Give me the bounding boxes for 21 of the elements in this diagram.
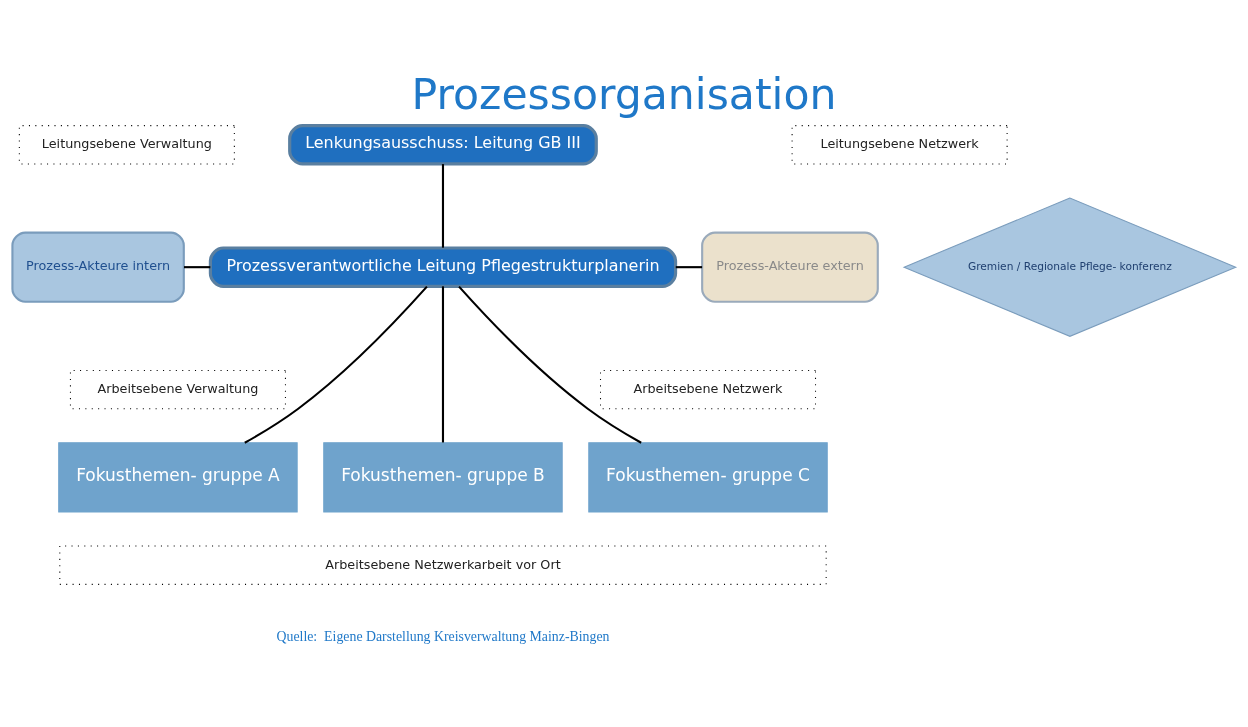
node-box: Prozess-Akteure extern bbox=[701, 231, 879, 303]
node-diamond: Gremien / Regionale Pflege- konferenz bbox=[902, 197, 1238, 337]
diagram-title: Prozessorganisation bbox=[411, 68, 837, 119]
node-box: Fokusthemen- gruppe A bbox=[58, 442, 298, 513]
node-box: Leitungsebene Verwaltung bbox=[18, 125, 235, 165]
connector bbox=[441, 286, 445, 443]
node-box: Arbeitsebene Netzwerk bbox=[600, 369, 817, 410]
node-box: Arbeitsebene Verwaltung bbox=[69, 369, 286, 410]
node-box: Lenkungsausschuss: Leitung GB III bbox=[288, 124, 598, 166]
node-box: Fokusthemen- gruppe C bbox=[588, 442, 828, 513]
connector bbox=[441, 164, 445, 248]
node-box: Arbeitsebene Netzwerkarbeit vor Ort bbox=[59, 545, 827, 585]
node-box: Prozess-Akteure intern bbox=[11, 231, 185, 303]
node-box: Leitungsebene Netzwerk bbox=[791, 125, 1008, 165]
connector bbox=[184, 266, 211, 269]
connector bbox=[675, 266, 703, 269]
node-box: Prozessverantwortliche Leitung Pflegestrukturplanerin bbox=[208, 246, 678, 288]
node-box: Fokusthemen- gruppe B bbox=[323, 442, 563, 513]
connector bbox=[458, 285, 642, 444]
caption: Quelle: Eigene Darstellung Kreisverwaltung Mainz-Bingen bbox=[276, 629, 610, 645]
connector bbox=[244, 285, 428, 444]
